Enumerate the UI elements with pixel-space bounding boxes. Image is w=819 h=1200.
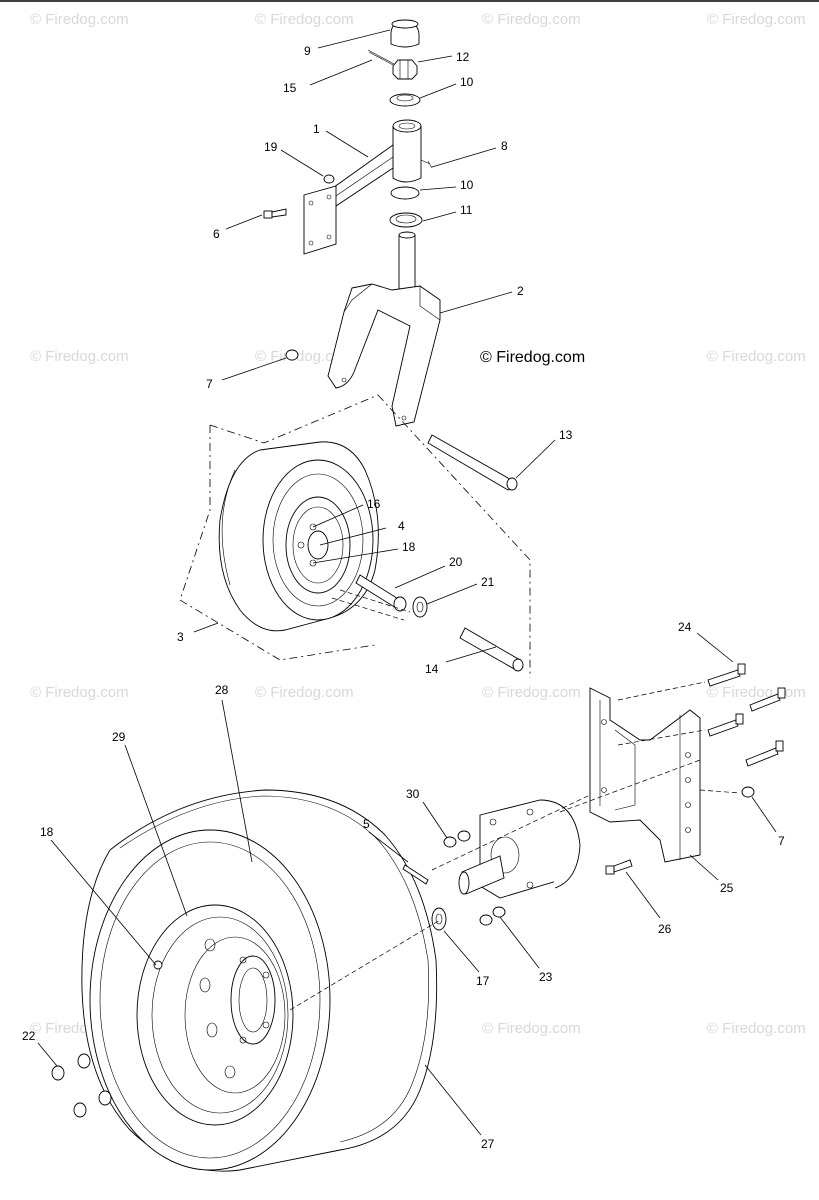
bolt-part [707, 663, 786, 767]
caster-arm-part [303, 119, 422, 255]
assembly-line [617, 729, 706, 746]
spacer-part [355, 574, 407, 612]
watermark-text: © Firedog.com [707, 1020, 806, 1037]
watermark-text: © Firedog.com [707, 348, 806, 365]
callout-25: 25 [720, 881, 734, 895]
assembly-line [377, 394, 531, 678]
assembly-line [179, 425, 376, 661]
callout-26: 26 [658, 922, 672, 936]
axle-part [459, 627, 524, 672]
motor-bracket-part [589, 687, 701, 863]
watermark-text: © Firedog.com [255, 11, 354, 28]
castle-nut-part [392, 59, 418, 80]
bearing-part [390, 186, 420, 200]
callout-23: 23 [539, 970, 553, 984]
callout-17: 17 [476, 974, 490, 988]
callout-29: 29 [112, 730, 126, 744]
caster-assembly [179, 19, 531, 678]
callout-1: 1 [313, 122, 320, 136]
washer-part [412, 596, 428, 618]
callout-6: 6 [213, 227, 220, 241]
bolt-part [605, 859, 633, 875]
washer-part [431, 907, 447, 931]
watermark-text: © Firedog.com [30, 684, 129, 701]
assembly-line [617, 681, 706, 701]
callout-15: 15 [283, 81, 297, 95]
nut-part [285, 349, 299, 361]
key-part [402, 864, 429, 885]
assembly-line [431, 794, 591, 871]
seal-part [389, 212, 423, 228]
callout-4: 4 [398, 519, 405, 533]
callout-3: 3 [177, 630, 184, 644]
assembly-line [559, 759, 701, 813]
assembly-line [699, 789, 741, 794]
grease-fitting-part [420, 159, 433, 169]
callout-8: 8 [501, 139, 508, 153]
watermark-text: © Firedog.com [707, 11, 806, 28]
callout-7-lower: 7 [778, 834, 785, 848]
nut-part [479, 906, 506, 926]
callout-2: 2 [517, 284, 524, 298]
drive-wheel-assembly [51, 663, 786, 1172]
wheel-motor-part [458, 799, 581, 899]
watermark-text: © Firedog.com [255, 348, 354, 365]
watermark-text: © Firedog.com [482, 1020, 581, 1037]
callout-16: 16 [367, 497, 381, 511]
callout-12: 12 [456, 50, 470, 64]
callout-24: 24 [678, 620, 692, 634]
callout-14: 14 [425, 662, 439, 676]
cotter-pin-part [367, 49, 396, 67]
callout-30: 30 [406, 787, 420, 801]
callout-18-lower: 18 [40, 825, 54, 839]
lug-nut-part [51, 1053, 112, 1118]
rim-part [136, 904, 294, 1126]
assembly-line [289, 919, 441, 1011]
callout-27: 27 [481, 1137, 495, 1151]
axle-bolt-part [427, 434, 518, 491]
watermark-text: © Firedog.com [482, 11, 581, 28]
small-wheel-part [218, 441, 379, 632]
watermark-text: © Firedog.com [30, 348, 129, 365]
callout-5: 5 [363, 817, 370, 831]
caster-fork-part [327, 231, 441, 427]
callout-20: 20 [449, 555, 463, 569]
callout-10-top: 10 [460, 75, 474, 89]
watermark-text: © Firedog.com [707, 684, 806, 701]
axle-centerline [331, 589, 411, 621]
nut-part [741, 786, 755, 798]
callout-28: 28 [215, 683, 229, 697]
nut-part [323, 174, 335, 184]
callout-labels: 9 12 15 10 1 19 8 10 6 11 2 7 13 16 4 18… [22, 44, 785, 1151]
watermark-text: © Firedog.com [255, 684, 354, 701]
bearing-part [389, 93, 421, 107]
copyright-notice: © Firedog.com [480, 349, 585, 366]
callout-22: 22 [22, 1029, 36, 1043]
callout-18-upper: 18 [402, 540, 416, 554]
callout-13: 13 [559, 428, 573, 442]
watermark-text: © Firedog.com [30, 11, 129, 28]
assembly-line [209, 394, 379, 444]
bolt-part [263, 208, 287, 219]
callout-7-upper: 7 [206, 377, 213, 391]
nut-part [443, 830, 471, 848]
leader-lines [37, 29, 777, 1136]
callout-9: 9 [304, 44, 311, 58]
callout-21: 21 [481, 575, 495, 589]
callout-19: 19 [264, 140, 278, 154]
watermark-text: © Firedog.com [482, 684, 581, 701]
callout-11: 11 [460, 203, 473, 217]
dust-cap-part [390, 19, 420, 48]
callout-10-lower: 10 [460, 178, 474, 192]
